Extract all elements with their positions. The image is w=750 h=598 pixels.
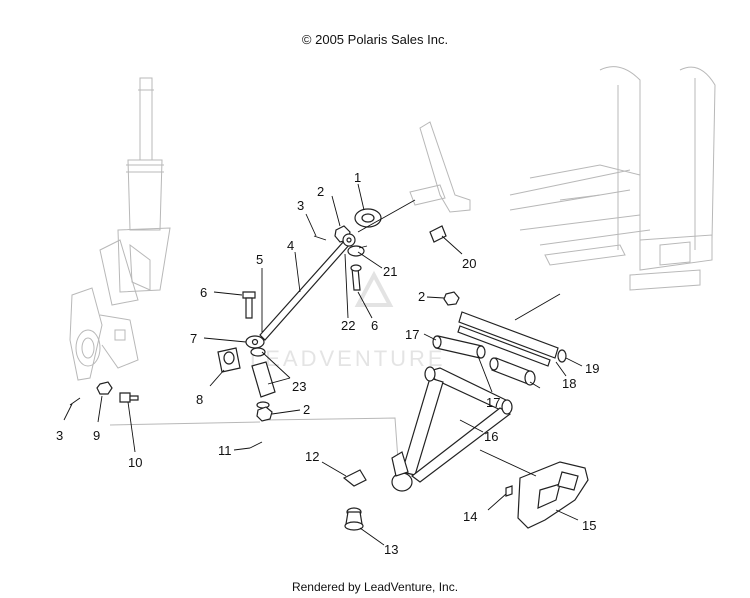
callout-8: 8 <box>196 392 203 407</box>
part-10-bolt <box>119 392 139 403</box>
leader-lines <box>63 183 583 546</box>
callout-6: 6 <box>371 318 378 333</box>
callout-12: 12 <box>305 449 319 464</box>
callout-9: 9 <box>93 428 100 443</box>
part-14-rivet <box>505 485 513 497</box>
callout-3: 3 <box>297 198 304 213</box>
part-17-bushing-lower <box>489 357 536 386</box>
callout-22: 22 <box>341 318 355 333</box>
part-6-bolt <box>242 291 256 319</box>
callout-10: 10 <box>128 455 142 470</box>
part-23-spacer <box>250 347 276 409</box>
callout-7: 7 <box>190 331 197 346</box>
callout-5: 5 <box>256 252 263 267</box>
callout-18: 18 <box>562 376 576 391</box>
callout-13: 13 <box>384 542 398 557</box>
callout-2: 2 <box>303 402 310 417</box>
callout-23: 23 <box>292 379 306 394</box>
callout-11: 11 <box>218 443 232 458</box>
part-20-bracket <box>429 225 447 243</box>
callout-2: 2 <box>418 289 425 304</box>
watermark-logo: LEADVENTURE <box>250 270 446 371</box>
part-12-boot <box>342 469 367 487</box>
spindle-knuckle <box>69 287 399 461</box>
part-13-ball-joint <box>344 507 364 531</box>
callout-20: 20 <box>462 256 476 271</box>
part-1-bushing <box>354 208 382 228</box>
callout-labels: 1 2 2 2 3 3 4 5 6 6 7 8 9 10 11 12 13 14… <box>56 170 599 557</box>
shock-strut <box>99 77 171 306</box>
callout-3: 3 <box>56 428 63 443</box>
part-16-a-arm <box>391 366 513 492</box>
callout-2: 2 <box>317 184 324 199</box>
part-3-cotter-pin-lower <box>69 397 81 406</box>
part-19-washer <box>557 349 567 363</box>
footer-credit: Rendered by LeadVenture, Inc. <box>291 580 459 594</box>
callout-16: 16 <box>484 429 498 444</box>
part-8-bushing <box>217 347 241 373</box>
callout-19: 19 <box>585 361 599 376</box>
part-2-nut-lower <box>256 406 273 422</box>
part-2-nut-right <box>443 291 460 306</box>
callout-21: 21 <box>383 264 397 279</box>
callout-17: 17 <box>486 395 500 410</box>
frame-outline <box>409 66 716 291</box>
part-7-rod-end <box>245 335 265 349</box>
part-3-cotter-pin <box>313 235 327 241</box>
part-9-nut <box>96 381 113 395</box>
part-11-pin <box>249 441 263 449</box>
callout-14: 14 <box>463 509 477 524</box>
part-18-tube <box>457 311 559 367</box>
callout-6: 6 <box>200 285 207 300</box>
copyright-text: © 2005 Polaris Sales Inc. <box>301 32 449 47</box>
part-17-bushing-upper <box>432 335 486 359</box>
callout-4: 4 <box>287 238 294 253</box>
callout-1: 1 <box>354 170 361 185</box>
callout-17: 17 <box>405 327 419 342</box>
watermark-text: LEADVENTURE <box>250 346 446 371</box>
part-4-tie-rod <box>259 233 368 341</box>
callout-15: 15 <box>582 518 596 533</box>
part-22-bolt <box>350 264 362 291</box>
part-15-guard <box>517 461 589 529</box>
